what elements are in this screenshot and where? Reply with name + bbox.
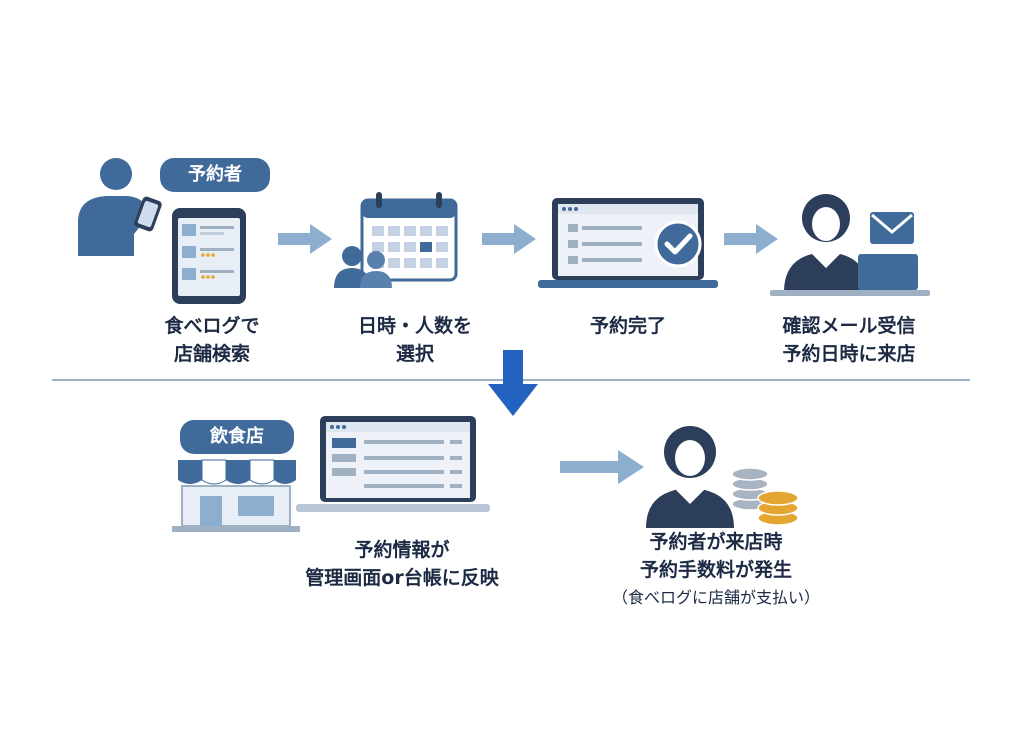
- person-phone-icon: [78, 158, 162, 256]
- storefront-icon: [172, 459, 300, 532]
- fee-note: （食べログに店舗が支払い）: [611, 588, 820, 607]
- person-coins-icon: [646, 426, 799, 528]
- person-laptop-icon: [770, 194, 930, 296]
- step-confirm-label: 確認メール受信予約日時に来店: [782, 315, 916, 365]
- calendar-icon: [334, 192, 458, 288]
- fee-label: 予約者が来店時予約手数料が発生 （食べログに店舗が支払い）: [596, 528, 836, 612]
- down-arrow-icon: [488, 350, 538, 416]
- laptop-list-icon: [296, 416, 490, 512]
- restaurant-reflect-label: 予約情報が管理画面or台帳に反映: [305, 539, 499, 589]
- reserver-badge: 予約者: [160, 158, 270, 192]
- step-select-label: 日時・人数を選択: [357, 315, 472, 365]
- step-complete-label: 予約完了: [589, 315, 666, 337]
- flow-arrow-icon: [560, 450, 644, 484]
- restaurant-badge: 飲食店: [180, 420, 294, 454]
- laptop-check-icon: [538, 198, 718, 288]
- flow-arrow-icon: [724, 224, 778, 254]
- envelope-icon: [870, 212, 914, 244]
- flow-arrow-icon: [278, 224, 332, 254]
- smartphone-icon: [172, 208, 246, 304]
- flow-arrow-icon: [482, 224, 536, 254]
- people-icon: [334, 246, 392, 288]
- step-search-label: 食べログで店舗検索: [164, 315, 260, 365]
